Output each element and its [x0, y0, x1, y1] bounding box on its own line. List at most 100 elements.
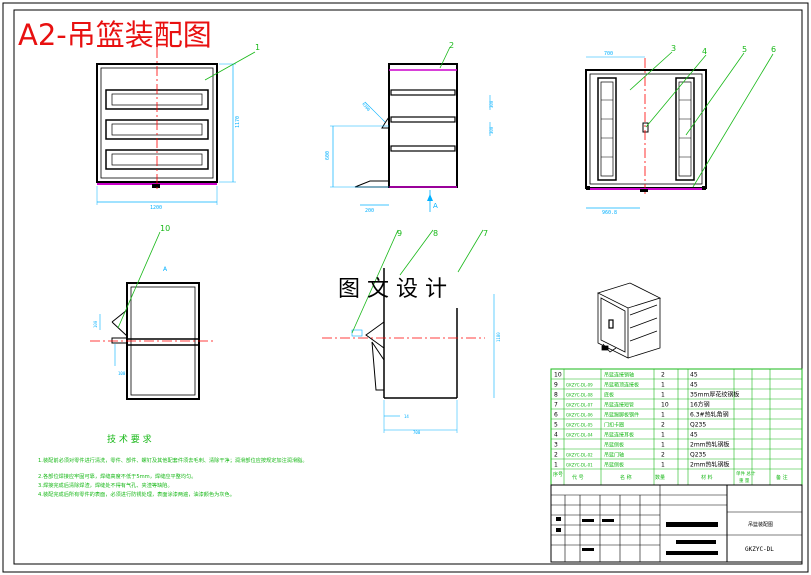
- bom-row-code: GKZYC-DL-01: [566, 463, 593, 468]
- balloon-5: 5: [742, 45, 747, 54]
- drawing-title: A2-吊篮装配图: [18, 18, 212, 52]
- watermark-text: 图 文 设 计: [338, 277, 447, 302]
- bom-row-qty: 1: [661, 412, 665, 419]
- svg-text:1200: 1200: [150, 205, 162, 211]
- bom-row-qty: 2: [661, 422, 665, 429]
- svg-text:200: 200: [365, 208, 374, 214]
- bom-header-qty: 数量: [655, 474, 665, 481]
- bom-row-no: 1: [554, 462, 558, 469]
- title-block: 吊篮装配图 GKZYC-DL: [550, 484, 803, 563]
- bom-row-qty: 10: [661, 402, 669, 409]
- bom-row-name: 吊篮连接销轴: [604, 372, 634, 379]
- bom-row-no: 3: [554, 442, 558, 449]
- bom-header-no: 序号: [553, 471, 563, 478]
- balloon-9: 9: [397, 229, 402, 238]
- balloon-1: 1: [255, 43, 260, 52]
- svg-text:600: 600: [325, 151, 331, 160]
- svg-text:1180: 1180: [496, 332, 501, 342]
- bom-row-qty: 1: [661, 432, 665, 439]
- view-mark-a: A: [433, 202, 438, 210]
- bom-row-qty: 1: [661, 382, 665, 389]
- balloon-3: 3: [671, 44, 676, 53]
- bom-header-unit: 单件 总计: [736, 470, 756, 477]
- bom-row-no: 8: [554, 392, 558, 399]
- bom-row-code: GKZYC-DL-09: [566, 383, 593, 388]
- bom-header-name: 名 称: [620, 474, 632, 481]
- bom-row-no: 9: [554, 382, 558, 389]
- bom-row-code: GKZYC-DL-06: [566, 413, 593, 418]
- bom-row-material: 6.3#热轧角钢: [690, 411, 729, 419]
- title-block-name: 吊篮装配图: [748, 521, 773, 528]
- tech-line-1: 1.装配前必须对零件进行清洗，零件、部件、螺钉及其他配套件须去毛刺、清除干净；润…: [38, 456, 308, 464]
- balloon-4: 4: [702, 47, 707, 56]
- balloon-6: 6: [771, 45, 776, 54]
- bom-row-material: 2mm热轧钢板: [690, 441, 730, 449]
- bom-row-material: Q235: [690, 452, 706, 459]
- bom-header-code: 代 号: [572, 474, 584, 481]
- svg-text:300: 300: [489, 100, 494, 108]
- bom-row-name: 吊篮连接耳板: [604, 432, 634, 439]
- balloon-7: 7: [483, 229, 488, 238]
- bom-row-name: 吊篮连接短管: [604, 402, 634, 409]
- top-view: 100 100 10 A: [90, 224, 215, 400]
- balloon-10: 10: [160, 224, 170, 233]
- bom-row-no: 7: [554, 402, 558, 409]
- rear-view: 960.8 700 3 4 5 6: [585, 44, 776, 216]
- tech-line-2: 2.各部位焊接应牢固可靠，焊缝高度不低于5mm，焊缝应平整均匀。: [38, 472, 196, 480]
- title-block-code: GKZYC-DL: [745, 546, 774, 553]
- tech-requirements-title: 技 术 要 求: [107, 433, 152, 445]
- bom-header-material: 材 料: [701, 474, 713, 481]
- bom-row-code: GKZYC-DL-07: [566, 403, 593, 408]
- svg-text:R300: R300: [361, 101, 371, 112]
- bom-row-qty: 1: [661, 462, 665, 469]
- svg-text:100: 100: [93, 320, 98, 328]
- bom-row-code: GKZYC-DL-02: [566, 453, 593, 458]
- bom-row-material: 45: [690, 372, 698, 379]
- bom-row-material: 16方钢: [690, 401, 710, 409]
- front-view: 1200 1170 1: [96, 43, 260, 211]
- svg-text:700: 700: [413, 430, 421, 435]
- svg-text:14: 14: [404, 414, 409, 419]
- bom-row-qty: 2: [661, 452, 665, 459]
- svg-text:960.8: 960.8: [602, 210, 617, 216]
- inner-border: [13, 9, 803, 565]
- bom-row-material: 45: [690, 432, 698, 439]
- svg-text:100: 100: [118, 371, 126, 376]
- tech-line-4: 4.装配完成后所有零件的表面，必须进行防锈处理，表面涂漆两遍，油漆颜色为灰色。: [38, 490, 235, 498]
- bom-row-qty: 1: [661, 442, 665, 449]
- bom-row-no: 6: [554, 412, 558, 419]
- bom-row-name: 吊篮侧板: [604, 462, 624, 469]
- bom-row-no: 2: [554, 452, 558, 459]
- bom-row-name: 吊篮箱顶连接板: [604, 382, 639, 389]
- bom-row-code: GKZYC-DL-08: [566, 393, 593, 398]
- svg-text:700: 700: [604, 51, 613, 57]
- bom-row-qty: 2: [661, 372, 665, 379]
- bom-row-material: 45: [690, 382, 698, 389]
- tech-line-3: 3.焊接完成后清除焊渣，焊缝处不得有气孔、夹渣等缺陷。: [38, 481, 173, 489]
- bom-row-no: 10: [554, 372, 562, 379]
- balloon-2: 2: [449, 41, 454, 50]
- bom-row-material: Q235: [690, 422, 706, 429]
- balloon-8: 8: [433, 229, 438, 238]
- view-mark-a-label: A: [163, 266, 168, 273]
- bom-row-code: GKZYC-DL-04: [566, 433, 593, 438]
- svg-text:300: 300: [489, 126, 494, 134]
- bom-header-note: 备 注: [776, 474, 788, 481]
- bom-row-name: 吊篮门轴: [604, 452, 624, 459]
- bom-row-name: 底板: [604, 392, 614, 399]
- bom-row-material: 35mm厚花纹钢板: [690, 391, 739, 399]
- section-view: 1180 700 14 9 8 7: [322, 229, 501, 435]
- bom-row-qty: 1: [661, 392, 665, 399]
- bom-row-name: 吊篮侧板: [604, 442, 624, 449]
- bom-row-no: 4: [554, 432, 558, 439]
- svg-text:1170: 1170: [235, 116, 241, 128]
- bom-row-name: 吊篮踢脚板钢件: [604, 412, 639, 419]
- bom-row-code: GKZYC-DL-05: [566, 423, 593, 428]
- bom-row-no: 5: [554, 422, 558, 429]
- bom-row-name: 门扣卡圈: [604, 422, 624, 429]
- bom-header-weight: 重 量: [739, 477, 750, 484]
